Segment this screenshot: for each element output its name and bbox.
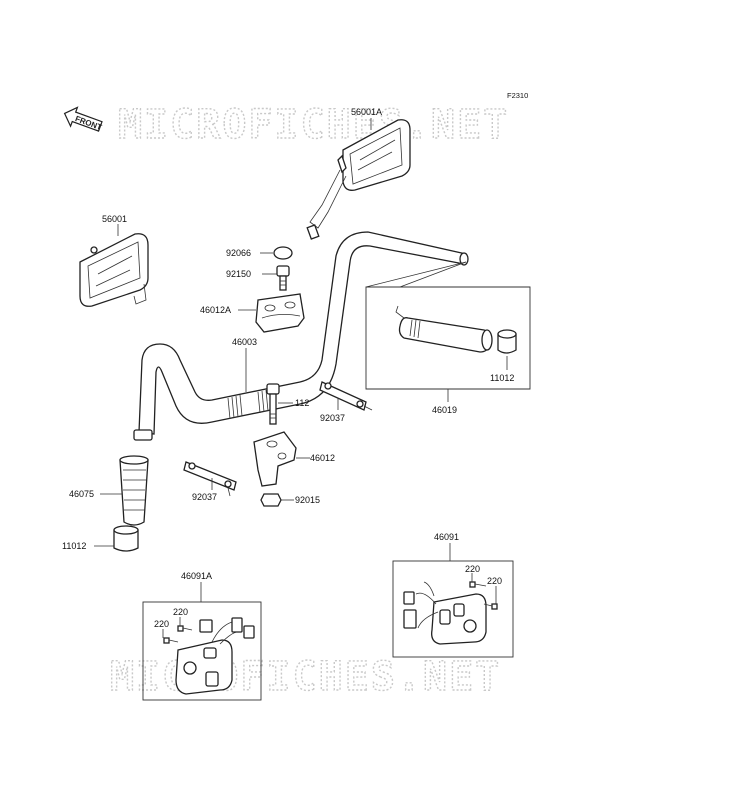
cap-92066[interactable] — [273, 246, 293, 260]
bar-end-right-11012[interactable] — [497, 329, 517, 354]
watermark-bottom: MICROFICHES.NET — [110, 654, 501, 700]
holder-upper-46012a[interactable] — [255, 293, 305, 333]
label-46091a: 46091A — [181, 571, 212, 581]
label-220-r1: 220 — [465, 564, 480, 574]
screw-220-r1[interactable] — [469, 581, 487, 588]
label-46091: 46091 — [434, 532, 459, 542]
diagram-code: F2310 — [507, 91, 528, 100]
watermark-top: MICROFICHES.NET — [118, 102, 509, 148]
label-46075: 46075 — [69, 489, 94, 499]
throttle-grip[interactable] — [395, 305, 493, 353]
mirror-right[interactable] — [306, 119, 411, 240]
label-11012-left: 11012 — [62, 541, 86, 551]
bar-end-left-11012[interactable] — [113, 525, 139, 552]
switch-left-box — [142, 601, 262, 701]
label-92066: 92066 — [226, 248, 251, 258]
nut-92015[interactable] — [260, 493, 282, 507]
bolt-92150[interactable] — [276, 265, 290, 291]
mirror-left[interactable] — [79, 233, 149, 307]
plate-92037-right[interactable] — [319, 381, 373, 411]
screw-220-l2[interactable] — [163, 637, 179, 644]
label-112: 112 — [295, 398, 309, 408]
switch-right-46091[interactable] — [403, 581, 487, 645]
switch-right-box — [392, 560, 514, 658]
label-220-l1: 220 — [173, 607, 188, 617]
label-92150: 92150 — [226, 269, 251, 279]
label-56001: 56001 — [102, 214, 127, 224]
label-220-l2: 220 — [154, 619, 169, 629]
label-46012a: 46012A — [200, 305, 231, 315]
screw-220-r2[interactable] — [483, 603, 498, 610]
label-46003: 46003 — [232, 337, 257, 347]
label-11012-right: 11012 — [490, 373, 514, 383]
grip-left-46075[interactable] — [119, 455, 149, 526]
label-46012: 46012 — [310, 453, 335, 463]
label-92015: 92015 — [295, 495, 320, 505]
plate-92037-left[interactable] — [183, 461, 237, 497]
bolt-112[interactable] — [266, 383, 280, 425]
label-46019: 46019 — [432, 405, 457, 415]
throttle-assembly-box — [365, 261, 531, 390]
switch-left-46091a[interactable] — [175, 617, 255, 695]
holder-lower-46012[interactable] — [253, 431, 297, 487]
front-arrow-icon: FRONT — [63, 106, 103, 132]
label-220-r2: 220 — [487, 576, 502, 586]
label-56001a: 56001A — [351, 107, 382, 117]
label-92037-left: 92037 — [192, 492, 217, 502]
screw-220-l1[interactable] — [177, 625, 193, 632]
label-92037-right: 92037 — [320, 413, 345, 423]
